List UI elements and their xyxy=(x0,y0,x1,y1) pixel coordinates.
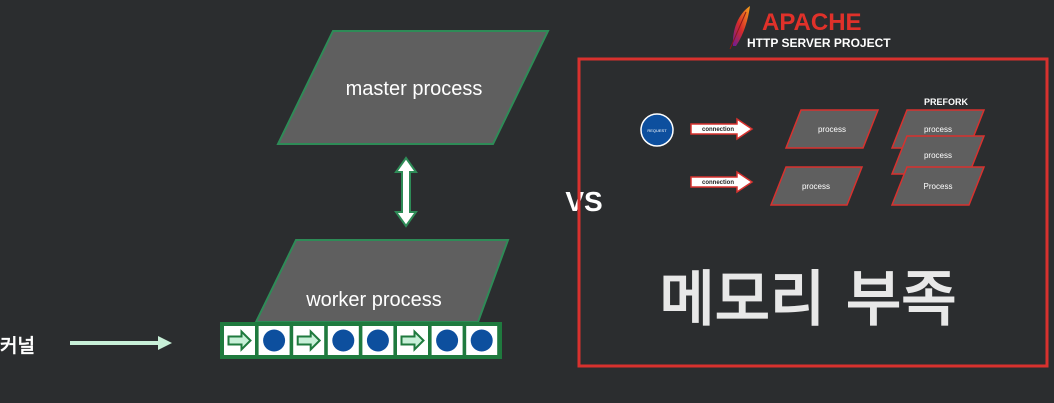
kernel-label: 커널 xyxy=(0,335,35,357)
request-node xyxy=(640,113,674,147)
queue-dot-icon xyxy=(436,329,459,352)
queue-dot-icon xyxy=(470,329,493,352)
process-box-mid-2 xyxy=(769,166,864,206)
event-queue-cells xyxy=(224,326,498,355)
apache-logo-subtitle: HTTP SERVER PROJECT xyxy=(747,36,891,50)
connection-label-1: connection xyxy=(702,127,734,133)
queue-arrow-icon xyxy=(400,329,425,352)
process-label-mid-1: process xyxy=(818,125,846,134)
process-box-right-3 xyxy=(890,166,986,206)
master-process-box xyxy=(276,30,550,145)
master-worker-double-arrow xyxy=(394,156,418,228)
worker-process-label: worker process xyxy=(305,289,442,311)
apache-comparison-box xyxy=(577,57,1049,368)
memory-shortage-label: 메모리 부족 xyxy=(660,265,957,335)
queue-arrow-icon xyxy=(227,329,252,352)
process-label-right-2: process xyxy=(924,151,952,160)
apache-logo-title: APACHE xyxy=(762,9,862,36)
queue-dot-icon xyxy=(263,329,286,352)
process-label-mid-2: process xyxy=(802,182,830,191)
kernel-to-queue-arrow xyxy=(70,336,172,350)
queue-dot-icon xyxy=(332,329,355,352)
prefork-label: PREFORK xyxy=(924,97,969,107)
process-label-right-3: Process xyxy=(924,182,953,191)
process-box-mid-1 xyxy=(784,109,880,149)
connection-label-2: connection xyxy=(702,180,734,186)
queue-arrow-icon xyxy=(296,329,322,352)
connection-arrow-1: connection xyxy=(690,117,754,141)
request-label: REQUEST xyxy=(647,128,667,133)
master-process-label: master process xyxy=(346,78,483,100)
apache-feather-icon xyxy=(729,6,750,50)
process-label-right-1: process xyxy=(924,125,952,134)
queue-dot-icon xyxy=(366,329,389,352)
vs-label: VS xyxy=(565,186,602,217)
connection-arrow-2: connection xyxy=(690,170,754,194)
